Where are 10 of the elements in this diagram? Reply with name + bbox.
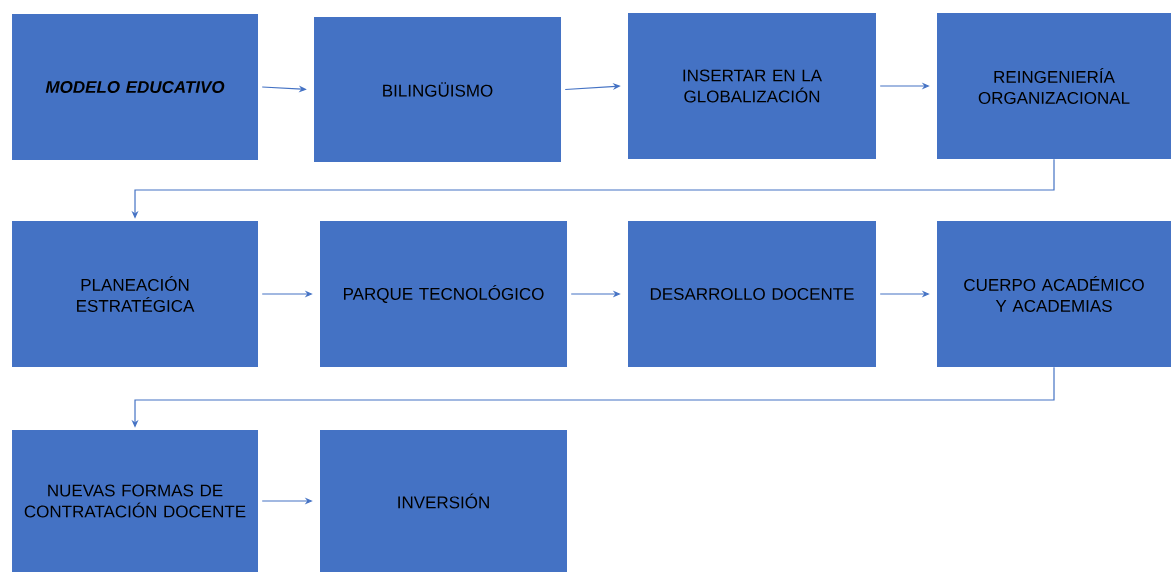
process-box: PLANEACIÓN ESTRATÉGICA (12, 221, 258, 367)
process-box: DESARROLLO DOCENTE (628, 221, 876, 367)
process-box: REINGENIERÍA ORGANIZACIONAL (937, 13, 1171, 159)
process-box: INSERTAR EN LA GLOBALIZACIÓN (628, 13, 876, 159)
process-box: NUEVAS FORMAS DE CONTRATACIÓN DOCENTE (12, 430, 258, 572)
process-box: INVERSIÓN (320, 430, 567, 572)
process-box: CUERPO ACADÉMICO Y ACADEMIAS (937, 221, 1171, 367)
process-box: MODELO EDUCATIVO (12, 14, 258, 160)
process-box: PARQUE TECNOLÓGICO (320, 221, 567, 367)
process-box: BILINGÜISMO (314, 17, 561, 162)
